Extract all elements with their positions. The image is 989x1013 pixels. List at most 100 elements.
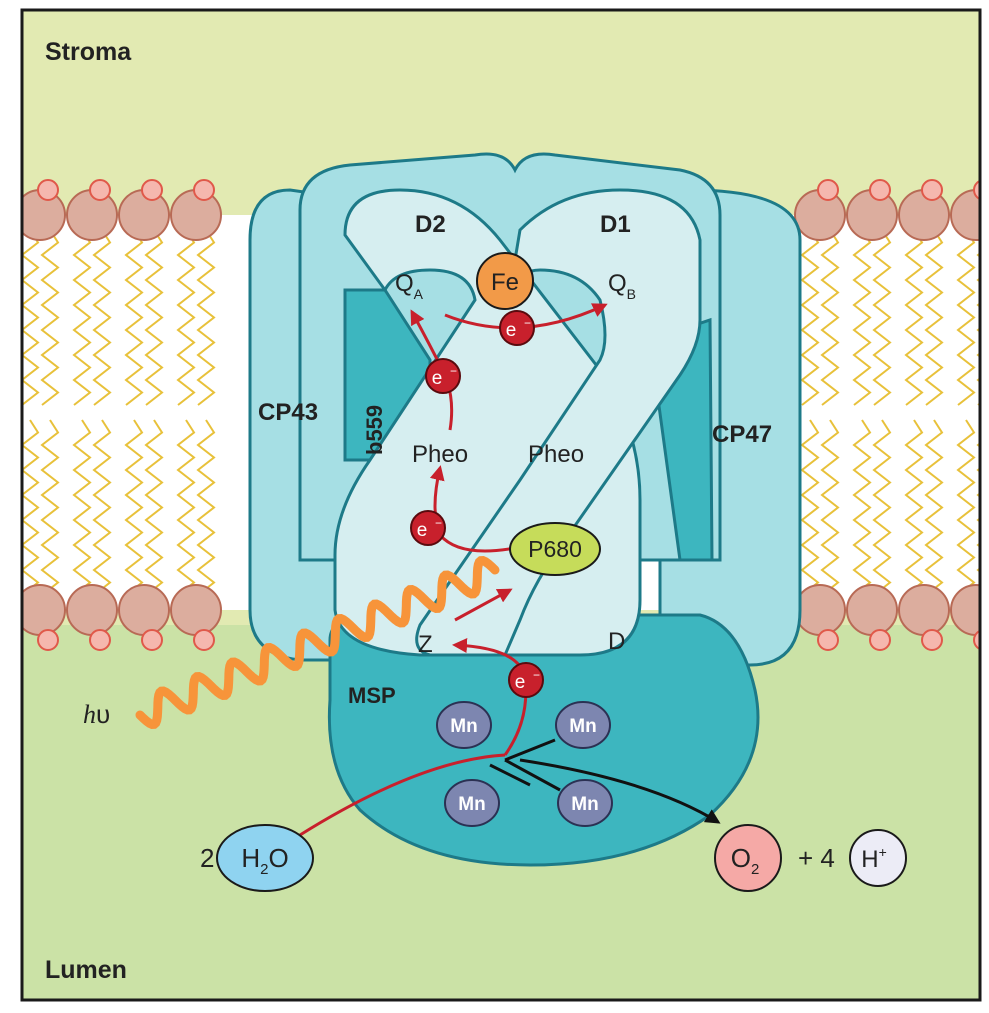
lipid-phosphate — [89, 179, 111, 201]
lipid-tail — [852, 229, 872, 406]
lipid-phosphate — [921, 629, 943, 651]
mn-cluster-lines — [489, 738, 561, 792]
stroma-label: Stroma — [45, 38, 132, 66]
lipid-phosphate — [193, 179, 215, 201]
svg-text:−: − — [435, 516, 442, 530]
qa-label: QA — [395, 270, 424, 302]
svg-text:Mn: Mn — [458, 794, 485, 815]
svg-text:e: e — [515, 672, 526, 693]
lipid-tail — [924, 419, 944, 596]
proton-formula: H+ — [861, 844, 887, 873]
lipid-tail — [956, 229, 976, 406]
water-molecule — [216, 824, 314, 892]
svg-text:−: − — [450, 364, 457, 378]
lipid-head — [846, 584, 898, 636]
diagram-frame — [20, 8, 982, 1002]
lipid-tail — [872, 229, 892, 406]
mn-atom-4: Mn — [557, 779, 613, 827]
lipid-phosphate — [817, 179, 839, 201]
lipid-tail — [92, 229, 112, 406]
lipid-head — [66, 584, 118, 636]
svg-text:−: − — [524, 316, 531, 330]
lipid-tail — [820, 419, 840, 596]
arrow-water-to-mn — [299, 753, 506, 837]
lipid-tail — [92, 419, 112, 596]
lipid-head — [898, 584, 950, 636]
svg-text:e: e — [417, 520, 428, 541]
lipid-tail — [852, 419, 872, 596]
svg-text:e: e — [506, 320, 517, 341]
lipid-tail — [22, 419, 40, 596]
lipid-tail — [124, 229, 144, 406]
lipid-tail — [904, 229, 924, 406]
svg-text:−: − — [533, 668, 540, 682]
z-label: Z — [418, 631, 433, 658]
d1-label: D1 — [600, 211, 631, 238]
electron-1: e − — [499, 310, 535, 346]
lipid-phosphate — [869, 179, 891, 201]
lipid-tail — [956, 419, 976, 596]
lipid-tail — [144, 419, 164, 596]
d1-subunit — [415, 188, 702, 657]
mn-atom-3: Mn — [444, 779, 500, 827]
p680-cofactor — [509, 522, 601, 576]
lipid-tail — [872, 419, 892, 596]
lipid-tail — [40, 419, 60, 596]
fe-cofactor — [476, 252, 534, 310]
lipid-tail — [176, 229, 196, 406]
lipid-tail — [800, 229, 820, 406]
svg-text:Mn: Mn — [450, 716, 477, 737]
mn-atom-2: Mn — [555, 701, 611, 749]
msp-label: MSP — [348, 683, 396, 708]
oxygen-molecule — [714, 824, 782, 892]
lipid-phosphate — [141, 629, 163, 651]
lipid-tail — [176, 419, 196, 596]
proton — [849, 829, 907, 887]
lipid-heads — [22, 179, 980, 651]
light-label: hυ — [83, 699, 110, 729]
water-formula: H2O — [241, 843, 288, 878]
lipid-tail — [144, 229, 164, 406]
arrow-light-to-p680 — [454, 588, 513, 622]
electron-4: e − — [508, 662, 544, 698]
electron-3: e − — [410, 510, 446, 546]
lipid-tail — [72, 229, 92, 406]
p680-label: P680 — [528, 536, 582, 562]
lipid-phosphate — [37, 629, 59, 651]
light-wave — [135, 556, 500, 729]
lipid-phosphate — [817, 629, 839, 651]
lumen-label: Lumen — [45, 956, 127, 984]
lipid-tail — [904, 419, 924, 596]
cp43-label: CP43 — [258, 399, 318, 426]
qb-label: QB — [608, 270, 636, 302]
lipid-tail — [800, 419, 820, 596]
lipid-tail — [22, 229, 40, 406]
lipid-phosphate — [921, 179, 943, 201]
b559-label: b559 — [362, 405, 387, 455]
arrow-mn-to-oxygen — [519, 758, 721, 824]
lipid-tail — [40, 229, 60, 406]
d2-label: D2 — [415, 211, 446, 238]
svg-text:Mn: Mn — [569, 716, 596, 737]
lipid-phosphate — [869, 629, 891, 651]
lipid-phosphate — [37, 179, 59, 201]
mn-atom-1: Mn — [436, 701, 492, 749]
proton-coefficient: + 4 — [798, 843, 835, 873]
lipid-tail — [924, 229, 944, 406]
lipid-phosphate — [89, 629, 111, 651]
svg-text:Mn: Mn — [571, 794, 598, 815]
svg-text:e: e — [432, 368, 443, 389]
oxygen-formula: O2 — [731, 843, 760, 878]
lipid-tail — [196, 419, 216, 596]
lipid-tail — [196, 229, 216, 406]
lipid-head — [794, 584, 846, 636]
lipid-head — [170, 584, 222, 636]
lipid-phosphate — [141, 179, 163, 201]
lipid-head — [118, 584, 170, 636]
cp47-label: CP47 — [712, 421, 772, 448]
electron-2: e − — [425, 358, 461, 394]
pheo-left-label: Pheo — [412, 441, 468, 468]
d-label: D — [608, 628, 625, 655]
lipid-phosphate — [193, 629, 215, 651]
